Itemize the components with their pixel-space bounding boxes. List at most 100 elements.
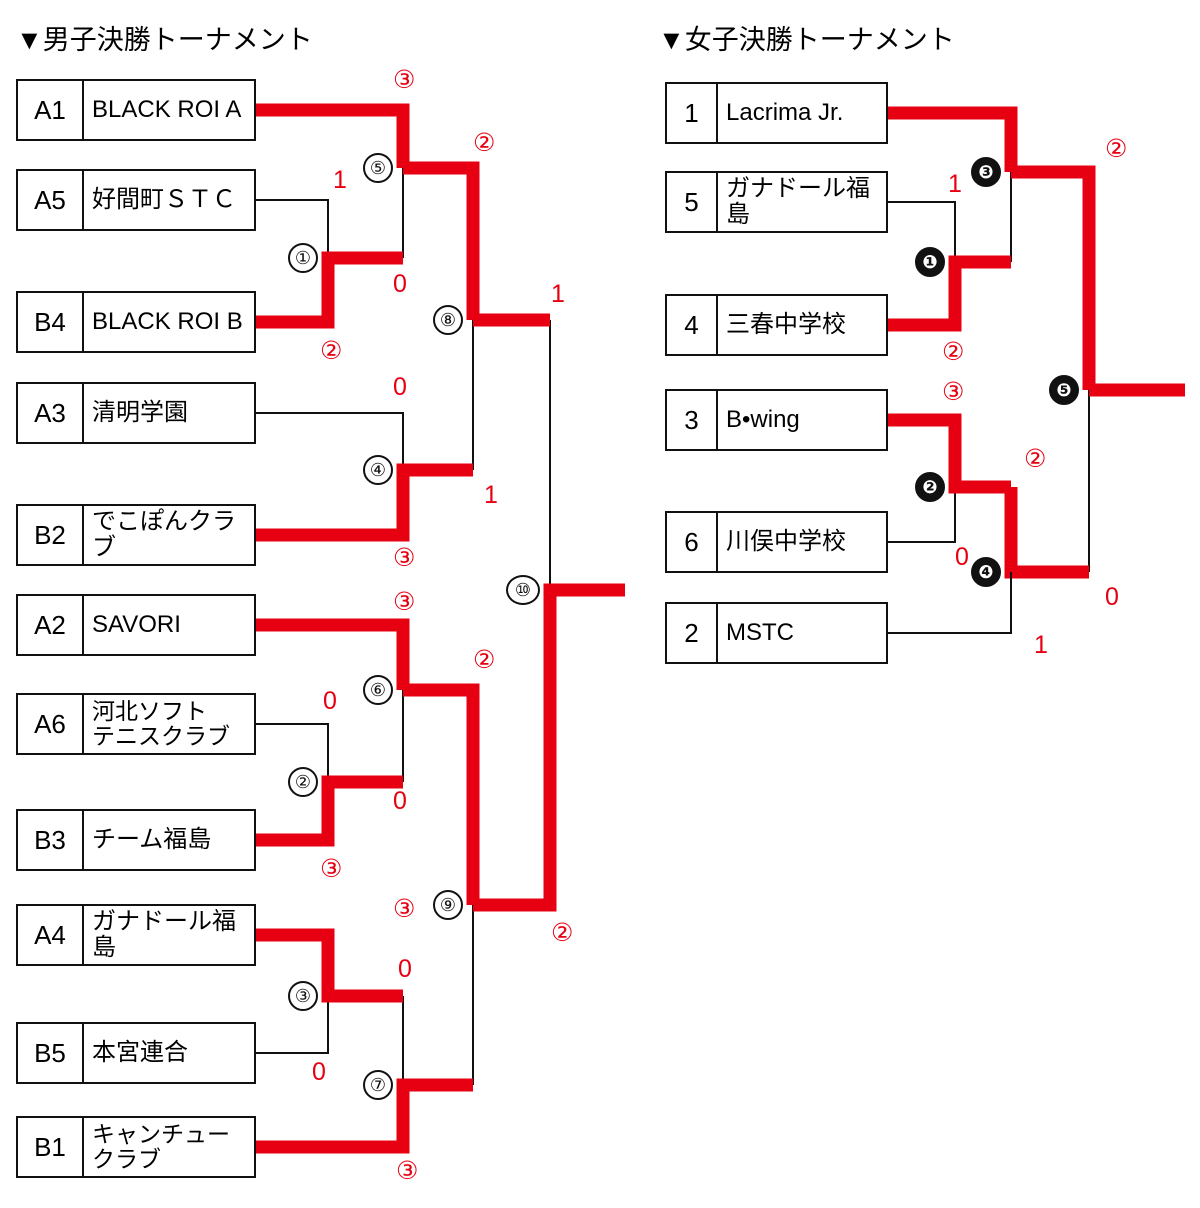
score-label: ③ (320, 855, 343, 883)
team-name: BLACK ROI A (92, 96, 242, 124)
team-name: MSTC (726, 619, 794, 647)
score-label: ③ (393, 544, 416, 572)
match-number-w1: ❶ (915, 247, 945, 277)
team-name: 三春中学校 (726, 311, 846, 339)
team-box[interactable]: B1 キャンチュー クラブ (16, 1116, 256, 1178)
match-number-6: ⑥ (363, 675, 393, 705)
team-box[interactable]: 5 ガナドール福島 (665, 171, 888, 233)
score-label: ② (473, 646, 496, 674)
match-number-1: ① (288, 243, 318, 273)
team-name: キャンチュー クラブ (92, 1121, 230, 1172)
match-number-w5: ❺ (1049, 375, 1079, 405)
thin-lines-womens (888, 172, 1090, 572)
seed-label: B5 (18, 1024, 84, 1082)
match-number-8: ⑧ (433, 305, 463, 335)
womens-section-title: ▼女子決勝トーナメント (658, 18, 955, 57)
team-name: SAVORI (92, 611, 181, 639)
match-number-9: ⑨ (433, 890, 463, 920)
thin-lines-mens (256, 168, 551, 1085)
match-number-w4: ❹ (971, 557, 1001, 587)
mens-title-text: ▼男子決勝トーナメント (16, 25, 313, 55)
team-name: BLACK ROI B (92, 308, 243, 336)
score-label: 0 (393, 373, 407, 401)
team-name: チーム福島 (92, 826, 212, 854)
seed-label: B2 (18, 506, 84, 564)
team-box[interactable]: 2 MSTC (665, 602, 888, 664)
score-label: 1 (333, 166, 347, 194)
match-number-10: ⑩ (506, 575, 540, 605)
score-label: 1 (948, 170, 962, 198)
score-label: ② (473, 129, 496, 157)
seed-label: 2 (667, 604, 718, 662)
score-label: 0 (398, 955, 412, 983)
seed-label: 3 (667, 391, 718, 449)
team-box[interactable]: A2 SAVORI (16, 594, 256, 656)
team-box[interactable]: B4 BLACK ROI B (16, 291, 256, 353)
team-box[interactable]: B2 でこぽんクラブ (16, 504, 256, 566)
team-name: 清明学園 (92, 399, 188, 427)
team-box[interactable]: A3 清明学園 (16, 382, 256, 444)
match-number-5: ⑤ (363, 153, 393, 183)
team-name: ガナドール福島 (92, 908, 236, 961)
team-name: でこぽんクラブ (92, 508, 236, 561)
match-number-w3: ❸ (971, 157, 1001, 187)
womens-title-text: ▼女子決勝トーナメント (658, 25, 955, 55)
seed-label: A5 (18, 171, 84, 229)
team-name: ガナドール福島 (726, 175, 870, 228)
score-label: 0 (393, 270, 407, 298)
team-box[interactable]: A4 ガナドール福島 (16, 904, 256, 966)
match-number-4: ④ (363, 455, 393, 485)
match-number-2: ② (288, 767, 318, 797)
seed-label: 5 (667, 173, 718, 231)
score-label: ② (1105, 135, 1128, 163)
team-box[interactable]: 6 川俣中学校 (665, 511, 888, 573)
seed-label: A1 (18, 81, 84, 139)
team-box[interactable]: A6 河北ソフト テニスクラブ (16, 693, 256, 755)
score-label: 1 (1034, 631, 1048, 659)
score-label: ③ (942, 378, 965, 406)
team-name: 本宮連合 (92, 1039, 188, 1067)
match-number-3: ③ (288, 981, 318, 1011)
team-name: 川俣中学校 (726, 528, 846, 556)
score-label: 0 (323, 687, 337, 715)
score-label: 1 (484, 481, 498, 509)
match-number-w2: ❷ (915, 472, 945, 502)
seed-label: A4 (18, 906, 84, 964)
score-label: ② (1024, 445, 1047, 473)
seed-label: B1 (18, 1118, 84, 1176)
seed-label: 4 (667, 296, 718, 354)
team-box[interactable]: A1 BLACK ROI A (16, 79, 256, 141)
team-name: B•wing (726, 406, 800, 434)
score-label: ② (942, 338, 965, 366)
team-box[interactable]: 4 三春中学校 (665, 294, 888, 356)
team-box[interactable]: 1 Lacrima Jr. (665, 82, 888, 144)
score-label: 1 (551, 280, 565, 308)
seed-label: B3 (18, 811, 84, 869)
score-label: ③ (393, 895, 416, 923)
score-label: ② (551, 919, 574, 947)
team-name: Lacrima Jr. (726, 99, 844, 127)
score-label: 0 (955, 543, 969, 571)
team-box[interactable]: B5 本宮連合 (16, 1022, 256, 1084)
seed-label: 1 (667, 84, 718, 142)
match-number-7: ⑦ (363, 1070, 393, 1100)
score-label: 0 (312, 1058, 326, 1086)
team-name: 好間町ＳＴＣ (92, 186, 236, 214)
score-label: ③ (393, 66, 416, 94)
mens-section-title: ▼男子決勝トーナメント (16, 18, 313, 57)
score-label: 0 (393, 787, 407, 815)
team-name: 河北ソフト テニスクラブ (92, 698, 230, 749)
seed-label: B4 (18, 293, 84, 351)
team-box[interactable]: 3 B•wing (665, 389, 888, 451)
seed-label: A3 (18, 384, 84, 442)
seed-label: A2 (18, 596, 84, 654)
winner-lines-womens (888, 106, 1185, 579)
seed-label: 6 (667, 513, 718, 571)
team-box[interactable]: B3 チーム福島 (16, 809, 256, 871)
score-label: ③ (396, 1157, 419, 1185)
seed-label: A6 (18, 695, 84, 753)
team-box[interactable]: A5 好間町ＳＴＣ (16, 169, 256, 231)
score-label: 0 (1105, 583, 1119, 611)
score-label: ③ (393, 588, 416, 616)
